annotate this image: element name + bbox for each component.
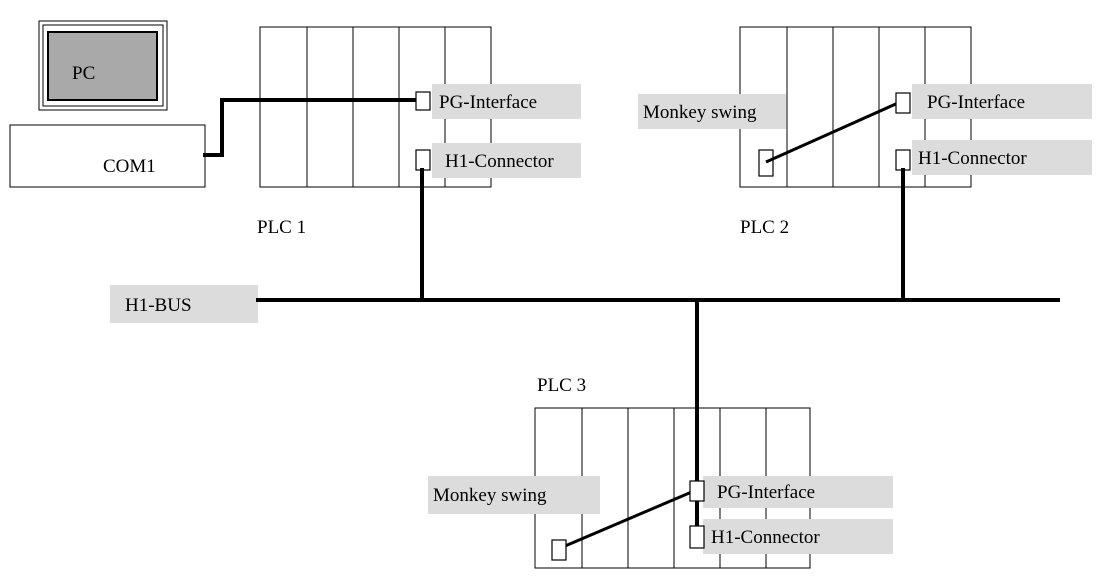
plc2-name: PLC 2: [740, 217, 789, 238]
pc-screen: [47, 31, 158, 101]
plc1-name: PLC 1: [257, 217, 306, 238]
pc-screen-label: PC: [72, 63, 95, 84]
h1-bus: H1-BUS: [110, 168, 1060, 323]
plc2-h1-connector-label: H1-Connector: [918, 148, 1027, 169]
plc1-h1-connector-label: H1-Connector: [445, 151, 554, 172]
plc3-monkey-swing-label: Monkey swing: [433, 485, 547, 506]
serial-cable: [203, 98, 422, 157]
plc1-pg-interface-label: PG-Interface: [439, 92, 537, 113]
plc1-h1-connector-port: [415, 149, 431, 171]
h1-bus-label: H1-BUS: [125, 295, 192, 316]
pc: PC COM1: [9, 20, 206, 188]
plc2-pg-interface-label: PG-Interface: [927, 92, 1025, 113]
plc2-monkey-swing-cable: [765, 101, 899, 164]
plc2-monkey-swing-label: Monkey swing: [643, 102, 757, 123]
pc-monitor-bezel: [42, 24, 164, 107]
plc3-pg-interface-label: PG-Interface: [717, 482, 815, 503]
plc3-name: PLC 3: [537, 375, 586, 396]
plc3-monkey-swing-port: [551, 539, 567, 561]
plc2-pg-interface-port: [895, 92, 911, 114]
plc3: PLC 3 Monkey swing PG-Interface H1-Conne…: [428, 298, 893, 569]
plc3-h1-connector-port: [689, 525, 705, 549]
pc-monitor-frame: [38, 20, 168, 111]
plc1: PG-Interface H1-Connector PLC 1: [257, 26, 581, 238]
com1-label: COM1: [103, 156, 156, 177]
plc2-h1-connector-port: [895, 149, 911, 171]
plc2: Monkey swing PG-Interface H1-Connector P…: [638, 26, 1092, 238]
plc2-monkey-swing-port: [758, 149, 774, 177]
plc3-pg-interface-port: [689, 480, 705, 502]
plc1-pg-interface-port: [415, 91, 431, 111]
plc3-h1-connector-label: H1-Connector: [711, 527, 820, 548]
plc3-monkey-swing-cable: [557, 489, 695, 551]
